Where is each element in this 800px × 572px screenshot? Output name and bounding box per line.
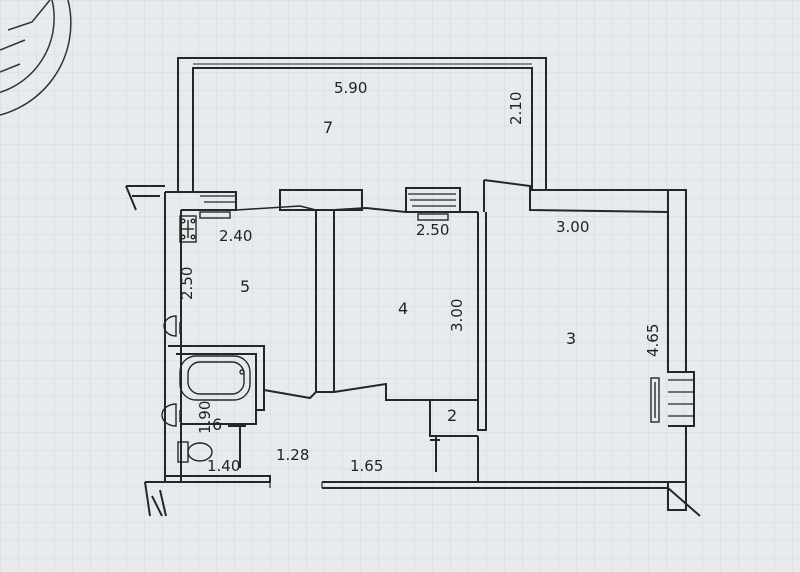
room-labels: 7 5 4 3 2 6 — [212, 118, 576, 434]
walls — [125, 57, 701, 517]
dimension-label: 1.90 — [196, 401, 214, 434]
dimension-label: 1.28 — [276, 446, 309, 464]
kitchen-sink-icon — [163, 315, 177, 337]
room-label-2: 2 — [447, 406, 457, 425]
dimension-label: 1.65 — [350, 457, 383, 475]
dimension-labels: 5.90 2.10 2.40 2.50 2.50 3.00 3.00 4.65 … — [178, 79, 662, 475]
fixtures — [161, 211, 660, 463]
room-label-6: 6 — [212, 415, 222, 434]
dimension-label: 2.50 — [416, 221, 449, 239]
dimension-label: 2.40 — [219, 227, 252, 245]
dimension-label: 5.90 — [334, 79, 367, 97]
dimension-label: 1.40 — [207, 457, 240, 475]
dimension-label: 2.50 — [178, 267, 196, 300]
room-label-4: 4 — [398, 299, 408, 318]
dimension-label: 3.00 — [556, 218, 589, 236]
bathroom-sink-icon — [161, 403, 177, 427]
radiator-icon — [650, 377, 660, 423]
dimension-label: 4.65 — [644, 324, 662, 357]
stove-icon — [179, 215, 197, 243]
dimension-label: 2.10 — [507, 92, 525, 125]
dimension-label: 3.00 — [448, 299, 466, 332]
room-label-7: 7 — [323, 118, 333, 137]
bathtub-icon — [179, 355, 251, 401]
room-label-5: 5 — [240, 277, 250, 296]
room-label-3: 3 — [566, 329, 576, 348]
stamp-fragment — [0, 0, 72, 116]
